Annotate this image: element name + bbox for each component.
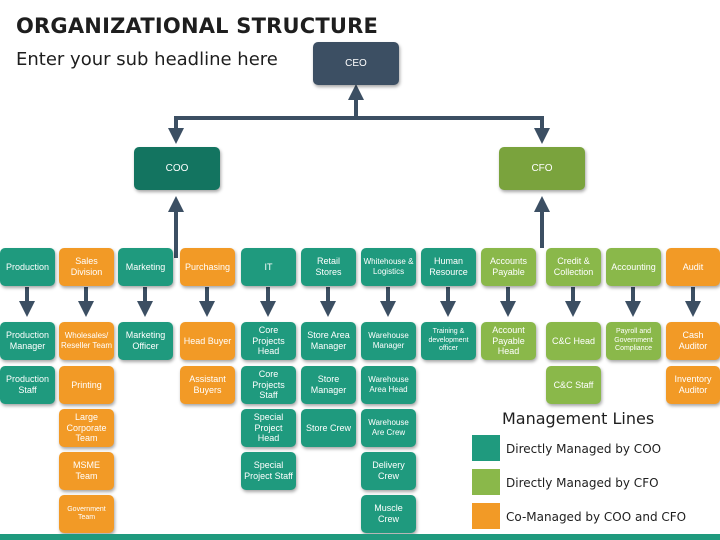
legend-swatch-cfo	[472, 469, 500, 495]
role-muscle-crew: Muscle Crew	[361, 495, 416, 533]
role-production-manager: Production Manager	[0, 322, 55, 360]
role-printing: Printing	[59, 366, 114, 404]
dept-accounts-payable: Accounts Payable	[481, 248, 536, 286]
role-core-projects-head: Core Projects Head	[241, 322, 296, 360]
dept-hr: Human Resource	[421, 248, 476, 286]
role-cash-auditor: Cash Auditor	[666, 322, 720, 360]
legend-label-cfo: Directly Managed by CFO	[506, 476, 659, 490]
dept-warehouse: Whitehouse & Logistics	[361, 248, 416, 286]
dept-credit-collection: Credit & Collection	[546, 248, 601, 286]
footer-bar	[0, 534, 720, 540]
dept-it: IT	[241, 248, 296, 286]
legend-swatch-co-managed	[472, 503, 500, 529]
role-assistant-buyers: Assistant Buyers	[180, 366, 235, 404]
role-warehouse-area-crew: Warehouse Are Crew	[361, 409, 416, 447]
dept-purchasing: Purchasing	[180, 248, 235, 286]
coo-box: COO	[134, 147, 220, 190]
legend-label-co-managed: Co-Managed by COO and CFO	[506, 510, 687, 524]
page-subtitle: Enter your sub headline here	[16, 49, 278, 70]
role-marketing-officer: Marketing Officer	[118, 322, 173, 360]
role-cc-staff: C&C Staff	[546, 366, 601, 404]
role-large-corporate-team: Large Corporate Team	[59, 409, 114, 447]
dept-production: Production	[0, 248, 55, 286]
dept-audit: Audit	[666, 248, 720, 286]
dept-marketing: Marketing	[118, 248, 173, 286]
role-core-projects-staff: Core Projects Staff	[241, 366, 296, 404]
ceo-box: CEO	[313, 42, 399, 85]
role-wholesales-team: Wholesales/ Reseller Team	[59, 322, 114, 360]
role-store-crew: Store Crew	[301, 409, 356, 447]
legend-swatch-coo	[472, 435, 500, 461]
role-special-project-staff: Special Project Staff	[241, 452, 296, 490]
coo-cfo-link	[174, 116, 544, 138]
dept-retail: Retail Stores	[301, 248, 356, 286]
dept-sales: Sales Division	[59, 248, 114, 286]
role-account-payable-head: Account Payable Head	[481, 322, 536, 360]
cfo-box: CFO	[499, 147, 585, 190]
page-title: ORGANIZATIONAL STRUCTURE	[16, 14, 379, 38]
role-special-project-head: Special Project Head	[241, 409, 296, 447]
role-store-area-manager: Store Area Manager	[301, 322, 356, 360]
role-cc-head: C&C Head	[546, 322, 601, 360]
role-training-officer: Training & development officer	[421, 322, 476, 360]
role-government-team: Government Team	[59, 495, 114, 533]
role-warehouse-area-head: Warehouse Area Head	[361, 366, 416, 404]
role-payroll-compliance: Payroll and Government Compliance	[606, 322, 661, 360]
role-delivery-crew: Delivery Crew	[361, 452, 416, 490]
legend-title: Management Lines	[502, 409, 655, 428]
role-inventory-auditor: Inventory Auditor	[666, 366, 720, 404]
dept-accounting: Accounting	[606, 248, 661, 286]
role-warehouse-manager: Warehouse Manager	[361, 322, 416, 360]
role-msme-team: MSME Team	[59, 452, 114, 490]
legend-label-coo: Directly Managed by COO	[506, 442, 662, 456]
role-store-manager: Store Manager	[301, 366, 356, 404]
role-head-buyer: Head Buyer	[180, 322, 235, 360]
role-production-staff: Production Staff	[0, 366, 55, 404]
